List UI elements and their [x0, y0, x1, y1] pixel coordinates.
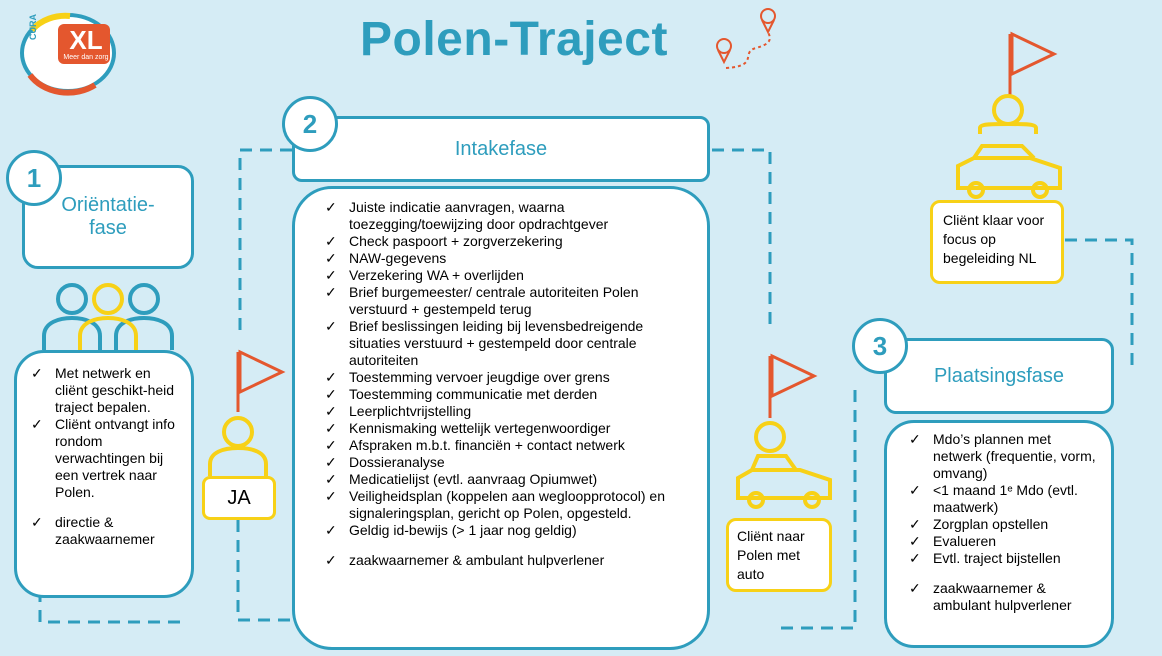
list-item: ✓Evalueren: [909, 533, 997, 549]
check-icon: ✓: [909, 533, 921, 549]
phase-1-list-box: ✓Met netwerk en cliënt geschikt-heid tra…: [14, 350, 194, 598]
route-pin-icon: [716, 8, 776, 69]
list-item: ✓Toestemming vervoer jeugdige over grens: [325, 369, 610, 385]
check-icon: ✓: [325, 522, 337, 538]
car-person-icon: [736, 353, 832, 509]
check-icon: ✓: [325, 233, 337, 249]
client-naar-polen-text: Cliënt naar Polen met auto: [737, 528, 805, 582]
list-item: ✓Zorgplan opstellen: [909, 516, 1049, 532]
list-item: ✓Met netwerk en cliënt geschikt-heid tra…: [31, 365, 175, 415]
check-icon: ✓: [325, 488, 337, 504]
phase-2-number: 2: [282, 96, 338, 152]
check-icon: ✓: [325, 552, 337, 568]
ja-box: JA: [202, 476, 276, 520]
check-icon: ✓: [325, 369, 337, 385]
car-person-top-icon: [956, 31, 1062, 199]
check-icon: ✓: [325, 267, 337, 283]
list-item: ✓Evtl. traject bijstellen: [909, 550, 1061, 566]
logo-text: XL Meer dan zorg: [60, 24, 112, 64]
list-item: ✓Verzekering WA + overlijden: [325, 267, 524, 283]
list-item: ✓zaakwaarnemer & ambulant hulpverlener: [325, 552, 605, 568]
check-icon: ✓: [909, 516, 921, 532]
check-icon: ✓: [909, 550, 921, 566]
check-icon: ✓: [325, 284, 337, 300]
phase-1-label-line2: fase: [89, 217, 127, 239]
check-icon: ✓: [325, 403, 337, 419]
list-item: ✓NAW-gegevens: [325, 250, 447, 266]
connector-3-to-klaar: [1065, 238, 1134, 365]
list-item: ✓Brief beslissingen leiding bij levensbe…: [325, 318, 644, 368]
list-item: ✓zaakwaarnemer & ambulant hulpverlener: [909, 580, 1072, 613]
phase-2-list-box: ✓Juiste indicatie aanvragen, waarna toez…: [292, 186, 710, 650]
list-item: ✓Check paspoort + zorgverzekering: [325, 233, 563, 249]
phase-1-list: ✓Met netwerk en cliënt geschikt-heid tra…: [25, 365, 183, 548]
connector-1-to-2: [238, 148, 292, 330]
logo-main: XL: [69, 24, 103, 55]
phase-3-label: Plaatsingsfase: [933, 364, 1065, 387]
check-icon: ✓: [325, 199, 337, 215]
client-klaar-box: Cliënt klaar voor focus op begeleiding N…: [930, 200, 1064, 284]
check-icon: ✓: [909, 580, 921, 596]
check-icon: ✓: [325, 471, 337, 487]
phase-2-label-box: Intakefase: [292, 116, 710, 182]
check-icon: ✓: [325, 420, 337, 436]
list-item: ✓Brief burgemeester/ centrale autoriteit…: [325, 284, 639, 317]
check-icon: ✓: [909, 431, 921, 447]
check-icon: ✓: [909, 482, 921, 498]
client-klaar-text: Cliënt klaar voor focus op begeleiding N…: [943, 212, 1045, 266]
phase-1-number: 1: [6, 150, 62, 206]
phase-3-list-box: ✓Mdo’s plannen met netwerk (frequentie, …: [884, 420, 1114, 648]
phase-2-list: ✓Juiste indicatie aanvragen, waarna toez…: [319, 199, 695, 569]
check-icon: ✓: [31, 514, 43, 530]
phase-3-list: ✓Mdo’s plannen met netwerk (frequentie, …: [903, 431, 1103, 614]
check-icon: ✓: [325, 437, 337, 453]
phase-2-label: Intakefase: [454, 137, 548, 160]
list-item: ✓Juiste indicatie aanvragen, waarna toez…: [325, 199, 609, 232]
page-title: Polen-Traject: [360, 13, 668, 66]
phase-3-label-box: Plaatsingsfase: [884, 338, 1114, 414]
group-people-icon: [42, 283, 174, 352]
logo-side: CURA: [28, 14, 38, 40]
list-item: ✓Dossieranalyse: [325, 454, 445, 470]
list-item: ✓Afspraken m.b.t. financiën + contact ne…: [325, 437, 625, 453]
check-icon: ✓: [325, 454, 337, 470]
flag-person-ja-icon: [208, 349, 286, 476]
connector-lines: [38, 148, 1134, 630]
list-item: ✓Toestemming communicatie met derden: [325, 386, 598, 402]
logo-tagline: Meer dan zorg: [63, 53, 109, 61]
check-icon: ✓: [31, 365, 43, 381]
connector-2-to-car: [712, 148, 772, 330]
list-item: ✓Geldig id-bewijs (> 1 jaar nog geldig): [325, 522, 577, 538]
ja-label: JA: [227, 486, 251, 509]
check-icon: ✓: [325, 250, 337, 266]
list-item: ✓Cliënt ontvangt info rondom verwachting…: [31, 416, 175, 500]
list-item: ✓directie & zaakwaarnemer: [31, 514, 155, 547]
list-item: ✓Kennismaking wettelijk vertegenwoordige…: [325, 420, 611, 436]
list-item: ✓Mdo’s plannen met netwerk (frequentie, …: [909, 431, 1096, 481]
check-icon: ✓: [31, 416, 43, 432]
list-item: ✓Veiligheidsplan (koppelen aan weglooppr…: [325, 488, 666, 521]
phase-1-label-line1: Oriëntatie-: [61, 194, 155, 216]
check-icon: ✓: [325, 318, 337, 334]
client-naar-polen-box: Cliënt naar Polen met auto: [726, 518, 832, 592]
connector-1-bottom: [38, 590, 180, 624]
list-item: ✓<1 maand 1ᵉ Mdo (evtl. maatwerk): [909, 482, 1078, 515]
connector-car-to-3: [780, 390, 857, 630]
logo: [20, 12, 116, 96]
connector-ja-to-2: [236, 500, 300, 622]
check-icon: ✓: [325, 386, 337, 402]
list-item: ✓Medicatielijst (evtl. aanvraag Opiumwet…: [325, 471, 598, 487]
list-item: ✓Leerplichtvrijstelling: [325, 403, 472, 419]
phase-3-number: 3: [852, 318, 908, 374]
